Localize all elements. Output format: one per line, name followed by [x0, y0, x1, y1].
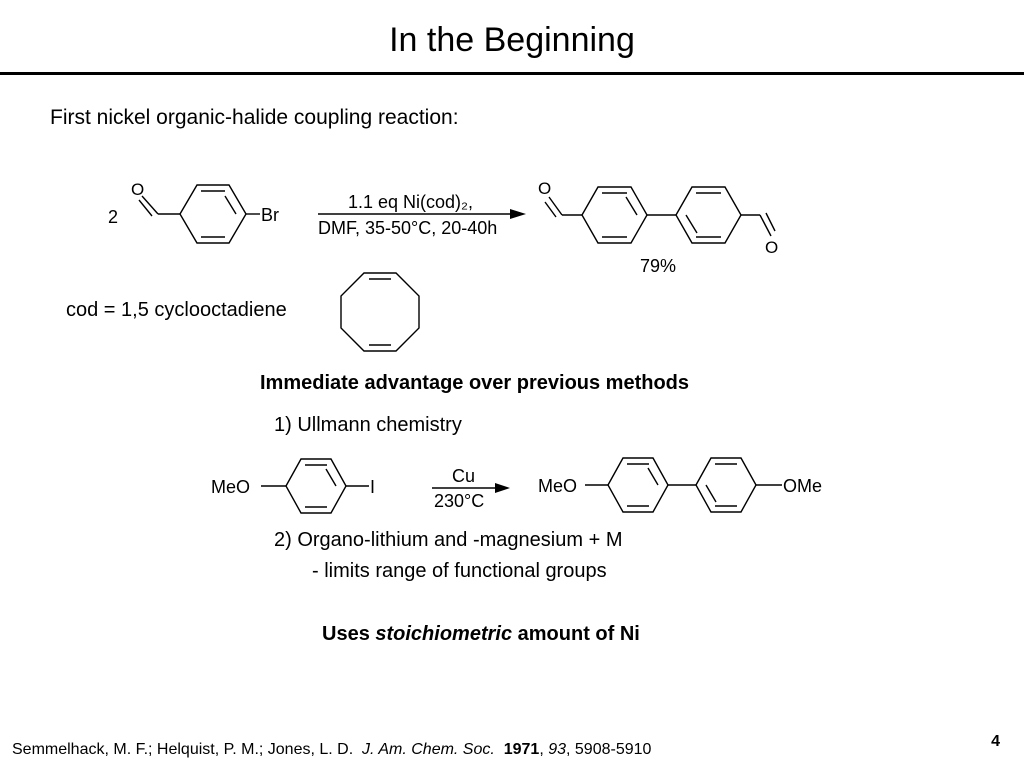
citation-year: 1971 [503, 741, 540, 758]
reaction-2-arrowhead [495, 483, 510, 493]
page-number: 4 [991, 733, 1000, 750]
reaction-1-arrowhead [510, 209, 526, 219]
ullmann-product-methoxy-right: OMe [783, 476, 822, 496]
slide-title: In the Beginning [389, 21, 635, 59]
ullmann-reagent: Cu [452, 466, 475, 486]
advantage-heading: Immediate advantage over previous method… [260, 372, 690, 394]
cyclooctadiene-structure [340, 272, 420, 352]
product-ring-1 [581, 186, 648, 244]
ullmann-methoxy-left: MeO [211, 477, 250, 497]
citation-journal: J. Am. Chem. Soc. [362, 741, 495, 758]
product-ring-2 [675, 186, 742, 244]
reaction-1-conditions-bottom: DMF, 35-50°C, 20-40h [318, 218, 497, 238]
title-divider [0, 72, 1024, 75]
citation-pages: 5908-5910 [574, 741, 652, 758]
limits-item: - limits range of functional groups [312, 560, 607, 582]
ullmann-product-methoxy-left: MeO [538, 476, 577, 496]
organo-metal-item: 2) Organo-lithium and -magnesium + M [274, 529, 623, 551]
reactant-benzene-ring [179, 184, 247, 244]
ullmann-item: 1) Ullmann chemistry [274, 414, 462, 436]
citation-volume: 93 [548, 741, 566, 758]
reactant-oxygen-label: O [131, 180, 144, 199]
reaction-1-coefficient: 2 [108, 207, 118, 227]
bromine-label: Br [261, 205, 279, 225]
ullmann-reactant-ring [285, 458, 347, 514]
uses-suffix: amount of Ni [512, 623, 640, 645]
ullmann-product-ring-1 [607, 457, 669, 513]
reaction-1-yield: 79% [640, 256, 676, 276]
intro-text: First nickel organic-halide coupling rea… [50, 106, 459, 129]
iodine-label: I [370, 477, 375, 497]
ullmann-temperature: 230°C [434, 491, 484, 511]
cod-definition: cod = 1,5 cyclooctadiene [66, 299, 287, 321]
product-oxygen-right-label: O [765, 238, 778, 257]
stoichiometric-note: Uses stoichiometric amount of Ni [322, 623, 640, 646]
citation: Semmelhack, M. F.; Helquist, P. M.; Jone… [12, 741, 652, 758]
product-oxygen-left-label: O [538, 179, 551, 198]
ullmann-product-ring-2 [695, 457, 757, 513]
reaction-1-conditions-top: 1.1 eq Ni(cod)₂, [348, 192, 473, 212]
uses-prefix: Uses [322, 623, 376, 645]
uses-emphasis: stoichiometric [375, 623, 513, 645]
citation-authors: Semmelhack, M. F.; Helquist, P. M.; Jone… [12, 741, 354, 758]
